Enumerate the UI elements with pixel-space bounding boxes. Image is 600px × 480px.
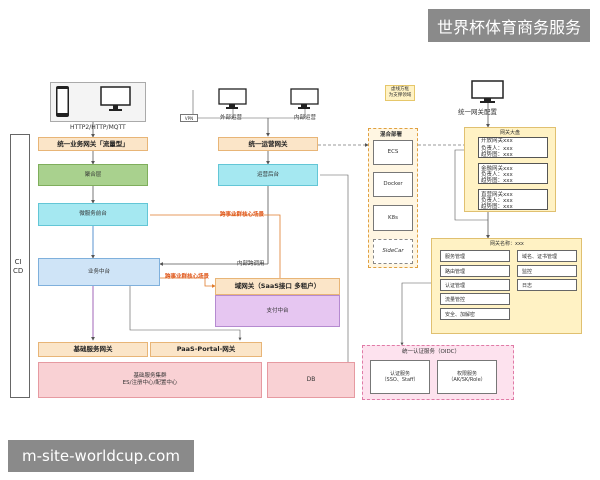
- k8s-box[interactable]: K8s: [373, 205, 413, 231]
- gateway-card-name: 直营网关xxx: [481, 192, 513, 198]
- payment-center-box[interactable]: 支付中台: [215, 295, 340, 327]
- base-service-gateway-box[interactable]: 基础服务网关: [38, 342, 148, 357]
- cross-bg-label-1: 跨事业群核心场景: [220, 212, 265, 218]
- paas-portal-gateway-box[interactable]: PaaS-Portal-网关: [150, 342, 262, 357]
- domain-gateway-box[interactable]: 域网关（SaaS接口 多租户）: [215, 278, 340, 295]
- permission-service-box[interactable]: 权限服务 （AK/SK/Role）: [437, 360, 497, 394]
- gateway-card-trend: 趋势图：xxx: [481, 204, 513, 210]
- gateway-card[interactable]: [478, 189, 548, 210]
- mixed-deploy-title: 混合部署: [380, 132, 403, 138]
- footer-banner: m-site-worldcup.com: [8, 440, 194, 472]
- mgmt-route[interactable]: 路由管理: [440, 265, 510, 277]
- config-monitor-icon: [471, 80, 504, 103]
- gateway-card-owner: 负责人：xxx: [481, 198, 513, 204]
- gateway-name-label: 网关名称：xxx: [490, 241, 524, 247]
- oidc-title: 统一认证服务（OIDC）: [402, 349, 461, 355]
- auth-service-box[interactable]: 认证服务 （SSO、Staff）: [370, 360, 430, 394]
- ops-backend-box[interactable]: 运营后台: [218, 164, 318, 186]
- vpn-box: VPN: [180, 114, 198, 122]
- protocol-label: HTTP2/HTTP/MQTT: [70, 124, 126, 131]
- cross-bg-label-2: 跨事业群核心场景: [165, 274, 210, 280]
- internal-ops-monitor-icon: [290, 88, 319, 109]
- gateway-card[interactable]: [478, 137, 548, 158]
- mgmt-traffic[interactable]: 流量管控: [440, 293, 510, 305]
- db-box[interactable]: DB: [267, 362, 355, 398]
- internal-call-label: 内部跨调用: [237, 261, 265, 267]
- support-domain-note: 虚线方框 为支撑领域: [385, 85, 415, 101]
- business-center-box[interactable]: 业务中台: [38, 258, 160, 286]
- cicd-bar: [10, 134, 30, 398]
- mgmt-auth[interactable]: 认证管理: [440, 279, 510, 291]
- docker-box[interactable]: Docker: [373, 172, 413, 197]
- gateway-card-owner: 负责人：xxx: [481, 172, 513, 178]
- gateway-card-trend: 趋势图：xxx: [481, 152, 513, 158]
- header-banner: 世界杯体育商务服务: [428, 9, 590, 42]
- mgmt-security[interactable]: 安全、加解密: [440, 308, 510, 320]
- external-ops-monitor-icon: [218, 88, 247, 109]
- phone-icon: [56, 86, 69, 117]
- unified-gateway-config-label: 统一网关配置: [458, 108, 497, 116]
- gateway-card-owner: 负责人：xxx: [481, 146, 513, 152]
- sidecar-box[interactable]: SideCar: [373, 239, 413, 264]
- ecs-box[interactable]: ECS: [373, 140, 413, 165]
- mgmt-log[interactable]: 日志: [517, 279, 577, 291]
- gateway-dashboard-title: 网关大盘: [500, 130, 521, 136]
- mgmt-monitor[interactable]: 监控: [517, 265, 577, 277]
- biz-gateway-box[interactable]: 统一业务网关「流量型」: [38, 137, 148, 151]
- gateway-card-name: 金融网关xxx: [481, 166, 513, 172]
- cicd-label: CI CD: [13, 258, 24, 276]
- gateway-card[interactable]: [478, 163, 548, 184]
- microservice-front-box[interactable]: 微服务前台: [38, 203, 148, 226]
- mgmt-domain-cert[interactable]: 域名、证书管理: [517, 250, 577, 262]
- gateway-card-name: 开放网关xxx: [481, 138, 513, 144]
- ops-gateway-box[interactable]: 统一运营网关: [218, 137, 318, 151]
- external-ops-label: 外部运营: [220, 115, 243, 121]
- mgmt-service[interactable]: 服务管理: [440, 250, 510, 262]
- aggregation-layer-box[interactable]: 聚合层: [38, 164, 148, 186]
- internal-ops-label: 内部运营: [294, 115, 317, 121]
- monitor-icon: [100, 86, 131, 111]
- gateway-card-trend: 趋势图：xxx: [481, 178, 513, 184]
- base-services-cluster-box[interactable]: 基础服务集群 ES/注册中心/配置中心: [38, 362, 262, 398]
